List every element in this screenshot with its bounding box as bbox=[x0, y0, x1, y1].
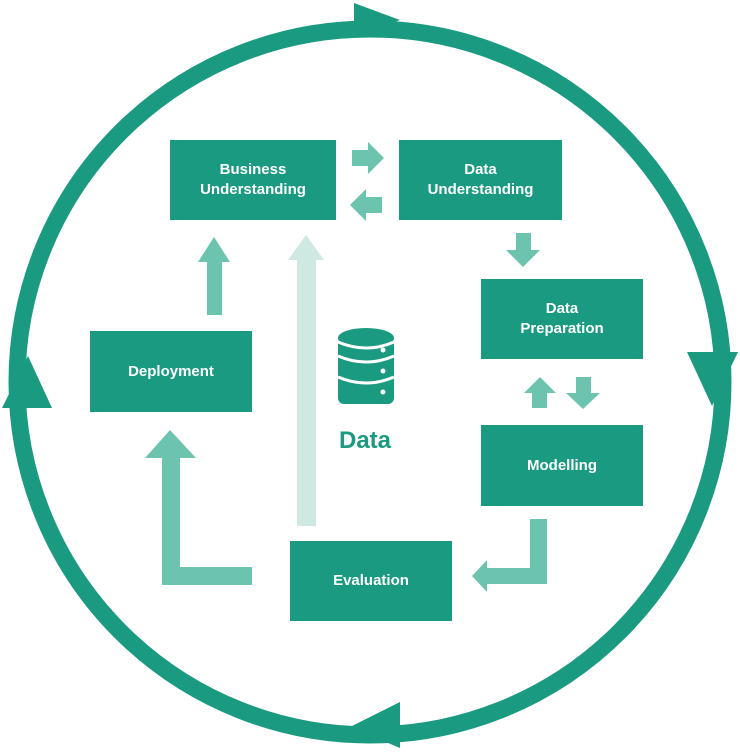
phase-data-preparation: Data Preparation bbox=[481, 279, 643, 359]
phase-label-line: Data bbox=[545, 300, 579, 317]
phase-data-understanding: Data Understanding bbox=[399, 140, 562, 220]
cycle-arrowhead-top bbox=[354, 3, 400, 37]
cycle-arrowhead-left bbox=[2, 356, 52, 408]
phase-label-line: Business bbox=[219, 161, 287, 178]
phase-label-line: Deployment bbox=[128, 362, 214, 380]
arrow-modelling-to-evaluation bbox=[472, 519, 547, 592]
cycle-arrowhead-bottom bbox=[350, 702, 400, 748]
phase-label-line: Understanding bbox=[200, 181, 306, 198]
arrow-evaluation-to-business-long bbox=[288, 235, 324, 526]
phase-label-line: Understanding bbox=[427, 181, 534, 198]
phase-label-line: Modelling bbox=[527, 456, 597, 474]
phase-label-line: Preparation bbox=[520, 320, 604, 337]
phase-label-line: Data bbox=[464, 161, 497, 178]
arrow-business-to-data-understanding bbox=[352, 142, 384, 174]
arrow-data-understanding-to-business bbox=[350, 189, 382, 221]
arrow-modelling-to-preparation bbox=[524, 377, 556, 408]
phase-deployment: Deployment bbox=[90, 331, 252, 412]
phase-label-line: Evaluation bbox=[333, 572, 409, 589]
center-data-label: Data bbox=[338, 427, 392, 454]
arrow-data-understanding-to-preparation bbox=[506, 233, 540, 267]
phase-business-understanding: Business Understanding bbox=[170, 140, 336, 220]
phase-modelling: Modelling bbox=[481, 425, 643, 506]
arrow-evaluation-to-deployment bbox=[145, 430, 252, 585]
database-icon bbox=[337, 328, 395, 404]
cycle-arrowhead-right bbox=[687, 352, 738, 406]
arrow-preparation-to-modelling bbox=[566, 377, 600, 409]
arrow-deployment-to-business bbox=[198, 237, 230, 315]
phase-evaluation: Evaluation bbox=[290, 541, 452, 621]
